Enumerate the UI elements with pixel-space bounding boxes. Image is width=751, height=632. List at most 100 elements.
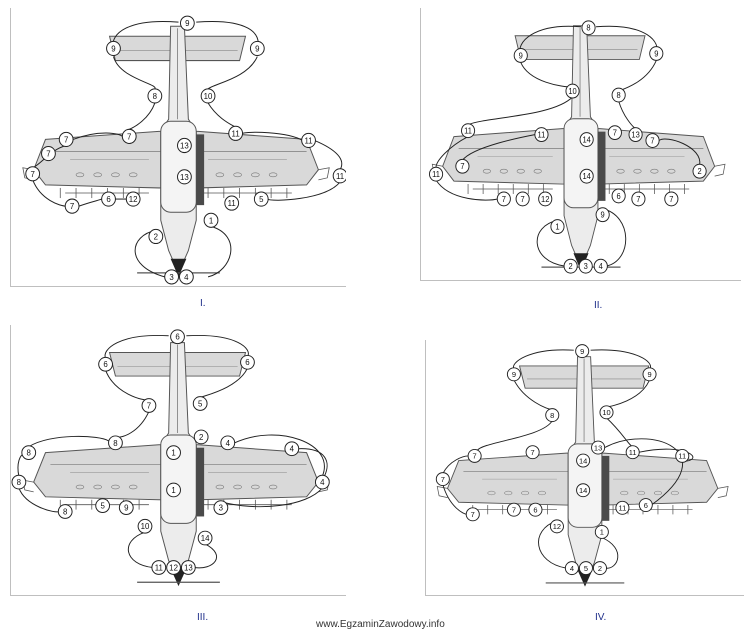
- marker-number: 9: [654, 49, 658, 58]
- marker-circle: [106, 40, 121, 57]
- marker-circle: [615, 500, 630, 515]
- connection-line: [442, 455, 469, 474]
- marker-label: 3: [578, 258, 593, 274]
- caption-panel-1: I.: [200, 298, 206, 309]
- marker-circle: [166, 482, 181, 498]
- marker-circle: [628, 127, 643, 143]
- marker-number: 7: [471, 510, 475, 519]
- marker-label: 7: [121, 128, 137, 144]
- marker-label: 10: [200, 88, 216, 104]
- marker-number: 7: [636, 195, 640, 204]
- marker-circle: [645, 133, 660, 148]
- marker-circle: [249, 40, 265, 57]
- marker-number: 1: [171, 449, 175, 458]
- marker-number: 11: [304, 136, 313, 145]
- marker-label: 14: [197, 530, 213, 546]
- marker-number: 8: [586, 24, 590, 33]
- marker-circle: [177, 137, 192, 154]
- connection-line: [606, 417, 633, 448]
- connection-line: [513, 349, 574, 370]
- marker-number: 2: [598, 564, 602, 573]
- marker-label: 1: [550, 219, 565, 235]
- marker-label: 5: [253, 191, 269, 207]
- marker-label: 8: [545, 408, 560, 423]
- marker-circle: [575, 344, 590, 359]
- marker-circle: [599, 405, 614, 420]
- marker-circle: [607, 125, 622, 141]
- marker-number: 14: [579, 486, 587, 495]
- marker-number: 7: [441, 475, 445, 484]
- marker-label: 6: [240, 354, 255, 370]
- caption-panel-3: III.: [197, 612, 209, 623]
- marker-label: 7: [515, 191, 530, 207]
- marker-label: 9: [649, 46, 664, 61]
- marker-number: 14: [582, 135, 591, 144]
- marker-label: 9: [179, 15, 195, 31]
- marker-circle: [545, 408, 560, 423]
- marker-circle: [593, 258, 608, 274]
- marker-number: 11: [464, 126, 472, 135]
- marker-number: 11: [232, 129, 241, 138]
- marker-circle: [220, 435, 236, 451]
- marker-circle: [301, 132, 316, 149]
- marker-label: 13: [177, 169, 192, 185]
- marker-label: 2: [563, 258, 578, 274]
- marker-circle: [200, 88, 216, 104]
- marker-number: 7: [70, 202, 75, 211]
- marker-circle: [141, 398, 157, 413]
- connection-line: [220, 487, 323, 508]
- marker-circle: [166, 445, 181, 461]
- marker-label: 7: [506, 502, 521, 517]
- marker-circle: [611, 188, 626, 204]
- marker-circle: [57, 504, 73, 519]
- marker-circle: [565, 83, 580, 99]
- marker-label: 7: [467, 448, 482, 463]
- marker-number: 9: [647, 370, 651, 379]
- marker-label: 11: [228, 125, 244, 141]
- marker-label: 14: [576, 483, 591, 498]
- marker-label: 4: [284, 441, 300, 457]
- marker-circle: [284, 441, 300, 457]
- marker-number: 7: [46, 150, 51, 159]
- marker-number: 10: [204, 92, 213, 101]
- marker-number: 13: [631, 130, 639, 139]
- marker-label: 7: [525, 445, 540, 460]
- connection-line: [266, 181, 341, 201]
- marker-label: 1: [166, 482, 181, 498]
- marker-number: 8: [550, 411, 554, 420]
- marker-number: 6: [103, 360, 108, 369]
- marker-number: 11: [432, 170, 440, 179]
- marker-label: 4: [220, 435, 236, 451]
- marker-circle: [506, 502, 521, 517]
- marker-circle: [649, 46, 664, 61]
- marker-number: 3: [584, 262, 588, 271]
- marker-number: 7: [64, 135, 69, 144]
- connection-line: [28, 435, 109, 448]
- marker-circle: [429, 166, 444, 182]
- marker-label: 7: [664, 191, 679, 207]
- connection-line: [536, 220, 566, 267]
- marker-circle: [137, 518, 153, 534]
- marker-label: 1: [203, 212, 219, 228]
- marker-number: 11: [629, 448, 637, 457]
- marker-circle: [579, 132, 594, 147]
- marker-label: 14: [576, 453, 591, 468]
- marker-circle: [692, 163, 707, 179]
- marker-number: 7: [127, 132, 132, 141]
- marker-number: 13: [180, 141, 189, 150]
- marker-label: 1: [594, 524, 609, 539]
- marker-label: 9: [118, 500, 134, 515]
- marker-number: 5: [259, 195, 264, 204]
- connection-line: [477, 420, 553, 451]
- connection-line: [234, 434, 325, 477]
- marker-circle: [121, 128, 137, 144]
- connection-line: [602, 208, 627, 267]
- marker-label: 6: [638, 498, 653, 513]
- marker-label: 7: [465, 507, 480, 522]
- marker-number: 11: [228, 199, 237, 208]
- connection-line: [242, 131, 303, 141]
- marker-circle: [203, 212, 219, 228]
